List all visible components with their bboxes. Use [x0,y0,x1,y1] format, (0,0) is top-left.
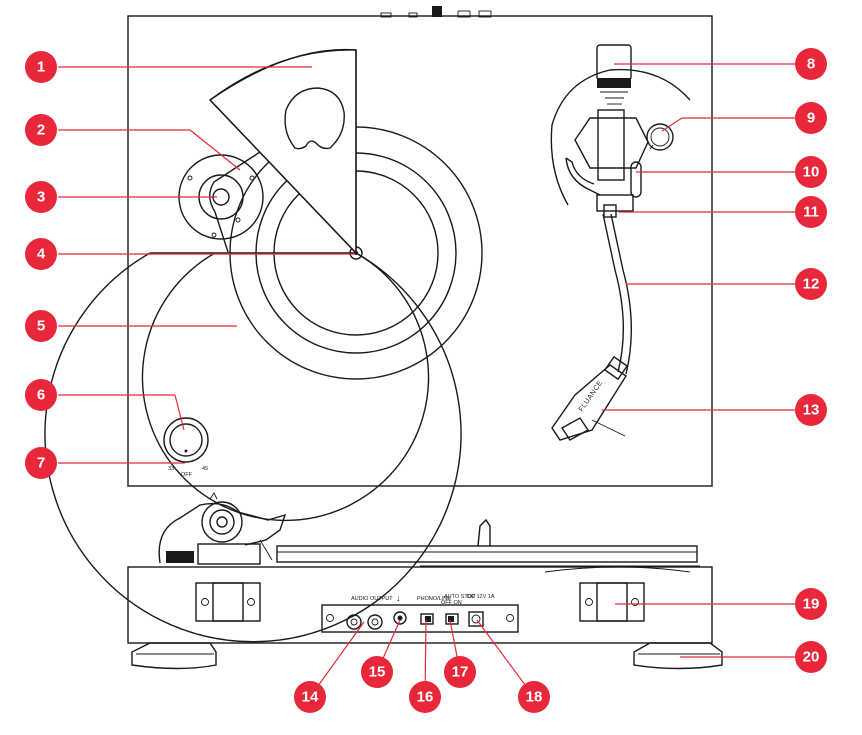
ground-symbol: ↓ [396,593,401,603]
svg-text:18: 18 [526,689,543,706]
svg-text:12: 12 [803,276,820,293]
svg-text:8: 8 [807,56,815,73]
plinth-rear [127,566,713,644]
svg-text:19: 19 [803,596,820,613]
callout-11: 11 [795,196,827,228]
callout-badges: 1 2 3 4 5 6 7 8 9 10 11 12 13 14 15 16 1… [25,48,827,713]
callout-3: 3 [25,181,57,213]
tonearm-profile [158,492,287,565]
svg-text:16: 16 [417,689,434,706]
headshell-brand-label: FLUANCE [578,379,604,413]
phono-line-label: PHONO/LINE [417,596,451,602]
speed-label-off: OFF [181,472,193,478]
callout-13: 13 [795,394,827,426]
isolation-foot-left [131,642,217,670]
callout-10: 10 [795,156,827,188]
belt-cover-cutaway [208,48,357,255]
platter [44,126,483,643]
svg-text:17: 17 [452,664,469,681]
callout-19: 19 [795,588,827,620]
dc-power-jack[interactable] [468,611,484,627]
speed-label-33: 33 [168,466,174,472]
svg-text:7: 7 [37,455,45,472]
headshell: FLUANCE [551,355,629,441]
svg-text:3: 3 [37,189,45,206]
svg-text:9: 9 [807,110,815,127]
dc-in-label: DC 12V 1A [467,594,495,600]
foot-mount-right [579,582,645,622]
svg-text:6: 6 [37,387,45,404]
callout-14: 14 [294,681,326,713]
phono-line-switch[interactable] [420,613,434,625]
motor-pulley [178,151,264,253]
leaders-top [58,63,795,464]
svg-text:4: 4 [37,246,46,263]
audio-output-label: AUDIO OUTPUT [351,596,393,602]
auto-stop-states: OFF ON [441,600,462,606]
callout-1: 1 [25,51,57,83]
callout-18: 18 [518,681,550,713]
rear-io-panel: AUDIO OUTPUT ↓ PHONO/LINE AUTO STOP OFF … [321,593,519,633]
ground-terminal[interactable] [393,611,407,625]
callout-17: 17 [444,656,476,688]
top-edge-controls [380,6,492,18]
svg-text:14: 14 [302,689,319,706]
callout-6: 6 [25,379,57,411]
callout-5: 5 [25,310,57,342]
isolation-foot-right [633,642,723,670]
speed-label-45: 45 [202,466,208,472]
svg-text:2: 2 [37,122,45,139]
auto-stop-label: AUTO STOP [444,594,476,600]
svg-text:11: 11 [803,204,819,221]
callout-4: 4 [25,238,57,270]
callout-20: 20 [795,641,827,673]
svg-text:10: 10 [803,164,820,181]
callout-9: 9 [795,102,827,134]
svg-text:1: 1 [37,59,45,76]
auto-stop-switch[interactable] [445,613,459,625]
foot-mount-left [195,582,261,622]
callout-7: 7 [25,447,57,479]
svg-text:5: 5 [37,318,45,335]
callout-8: 8 [795,48,827,80]
speed-selector-knob[interactable]: 33 OFF 45 [163,417,209,478]
callout-15: 15 [361,656,393,688]
callout-12: 12 [795,268,827,300]
callout-16: 16 [409,681,441,713]
callout-2: 2 [25,114,57,146]
svg-text:20: 20 [803,649,820,666]
tonearm-assembly: FLUANCE [550,44,691,441]
svg-text:15: 15 [369,664,386,681]
top-view: 33 OFF 45 [44,6,795,643]
svg-text:13: 13 [803,402,820,419]
plinth-top-outline [127,15,713,487]
rca-output-jacks[interactable] [346,614,383,630]
platter-profile [276,545,698,563]
